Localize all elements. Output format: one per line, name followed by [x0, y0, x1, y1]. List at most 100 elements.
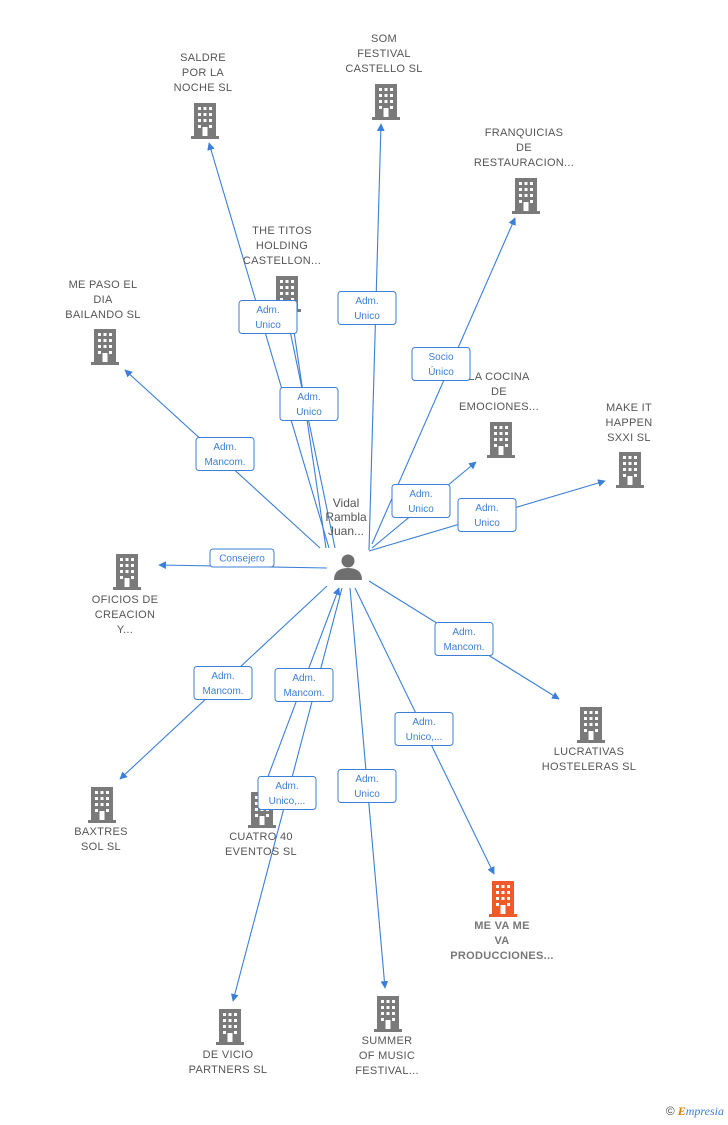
- company-label-line: RESTAURACION...: [474, 157, 574, 169]
- role-badge-text: Unico,...: [406, 732, 443, 743]
- company-label-line: HOSTELERAS SL: [542, 761, 636, 773]
- edges-layer: [119, 123, 606, 1002]
- company-label-line: DE: [491, 386, 507, 398]
- role-badge-devicio: Adm. Unico,...: [257, 776, 317, 810]
- brand-initial: E: [677, 1104, 686, 1118]
- role-badge-text: Adm.: [355, 296, 378, 307]
- role-badge-som: Adm.Unico: [337, 291, 397, 325]
- company-label-line: BAILANDO SL: [65, 309, 140, 321]
- company-node-mevame[interactable]: ME VA MEVAPRODUCCIONES...: [450, 881, 554, 962]
- person-name-line: Juan...: [328, 524, 364, 538]
- company-label-line: EMOCIONES...: [459, 401, 539, 413]
- company-label-line: DE: [516, 142, 532, 154]
- company-node-oficios[interactable]: OFICIOS DECREACIONY...: [92, 554, 159, 636]
- company-node-lucrativas[interactable]: LUCRATIVAS HOSTELERAS SL: [542, 707, 636, 773]
- building-icon: [372, 84, 400, 120]
- company-label-line: PRODUCCIONES...: [450, 950, 554, 962]
- company-label-line: SXXI SL: [607, 432, 651, 444]
- building-icon: [512, 178, 540, 214]
- role-badge-text: Mancom.: [283, 688, 324, 699]
- company-label-line: CASTELLO SL: [345, 63, 422, 75]
- company-label-line: BAXTRES: [74, 826, 127, 838]
- company-label-line: LUCRATIVAS: [554, 746, 624, 758]
- role-badge-mevame: Adm. Unico,...: [394, 712, 454, 746]
- person-name-line: Rambla: [325, 510, 367, 524]
- building-icon: [216, 1009, 244, 1045]
- role-badge-summer: Adm. Unico: [337, 769, 397, 803]
- role-badge-cuatro: Adm. Mancom.: [274, 668, 334, 702]
- company-label-line: PARTNERS SL: [189, 1064, 268, 1076]
- role-badge-box: [394, 712, 454, 746]
- company-label-line: HAPPEN: [605, 417, 652, 429]
- company-node-cuatro[interactable]: CUATRO 40 EVENTOS SL: [225, 792, 297, 858]
- role-badge-box: [337, 769, 397, 803]
- company-label-line: CUATRO 40: [229, 831, 293, 843]
- roles-layer: Adm.UnicoAdm.UnicoSocioÚnicoAdm.UnicoAdm…: [193, 291, 517, 810]
- person-icon: [334, 554, 362, 580]
- company-label-line: HOLDING: [256, 240, 308, 252]
- role-badge-box: [391, 484, 451, 518]
- role-badge-text: Mancom.: [443, 642, 484, 653]
- building-icon: [489, 881, 517, 917]
- role-badge-box: [434, 622, 494, 656]
- role-badge-box: [195, 437, 255, 471]
- role-badge-text: Unico: [354, 789, 380, 800]
- company-label-line: CASTELLON...: [243, 255, 321, 267]
- company-label-line: SOM: [371, 33, 397, 45]
- company-node-makeit[interactable]: MAKE IT HAPPEN SXXI SL: [605, 402, 652, 488]
- role-badge-text: Único: [428, 365, 454, 378]
- role-badge-text: Adm.: [292, 673, 315, 684]
- role-badge-text: Adm.: [211, 671, 234, 682]
- company-label-line: CREACION: [95, 609, 155, 621]
- company-label-line: ME PASO EL: [69, 279, 138, 291]
- role-badge-box: [279, 387, 339, 421]
- role-badge-text: Adm.: [355, 774, 378, 785]
- building-icon: [577, 707, 605, 743]
- role-badge-baxtres: Adm. Mancom.: [193, 666, 253, 700]
- company-label-line: THE TITOS: [252, 225, 312, 237]
- company-label-line: VA: [494, 935, 509, 947]
- role-badge-text: Adm.: [475, 503, 498, 514]
- role-badge-text: Unico,...: [269, 796, 306, 807]
- role-badge-text: Adm.: [213, 442, 236, 453]
- role-badge-text: Adm.: [297, 392, 320, 403]
- role-badge-box: [411, 347, 471, 381]
- role-badge-text: Socio: [428, 352, 453, 363]
- role-badge-text: Consejero: [219, 554, 265, 565]
- edge-line-titos: [284, 315, 336, 549]
- company-label-line: MAKE IT: [606, 402, 652, 414]
- edge-line-saldre: [207, 142, 330, 549]
- role-badge-mepaso: Adm.Mancom.: [195, 437, 255, 471]
- company-label-line: EVENTOS SL: [225, 846, 297, 858]
- role-badge-box: [193, 666, 253, 700]
- role-badge-text: Adm.: [256, 305, 279, 316]
- role-badge-lucrativas: Adm.Mancom.: [434, 622, 494, 656]
- role-badge-text: Unico: [408, 504, 434, 515]
- person-node[interactable]: VidalRamblaJuan...: [325, 496, 367, 580]
- building-icon: [487, 422, 515, 458]
- role-badge-cocina: Adm.Unico: [391, 484, 451, 518]
- company-node-cocina[interactable]: LA COCINA DE EMOCIONES...: [459, 371, 539, 458]
- role-badge-text: Unico: [296, 407, 322, 418]
- role-badge-titos: Adm. Unico: [279, 387, 339, 421]
- role-badge-box: [337, 291, 397, 325]
- company-node-titos[interactable]: THE TITOS HOLDING CASTELLON...: [243, 225, 321, 312]
- copyright-symbol: ©: [665, 1104, 675, 1118]
- company-node-franquicias[interactable]: FRANQUICIASDERESTAURACION...: [474, 127, 574, 214]
- edge-line-som: [368, 123, 385, 551]
- company-label-line: LA COCINA: [468, 371, 530, 383]
- company-label-line: NOCHE SL: [174, 82, 233, 94]
- role-badge-text: Adm.: [275, 781, 298, 792]
- building-icon: [191, 103, 219, 139]
- role-badge-text: Adm.: [412, 717, 435, 728]
- role-badge-text: Mancom.: [202, 686, 243, 697]
- role-badge-box: [274, 668, 334, 702]
